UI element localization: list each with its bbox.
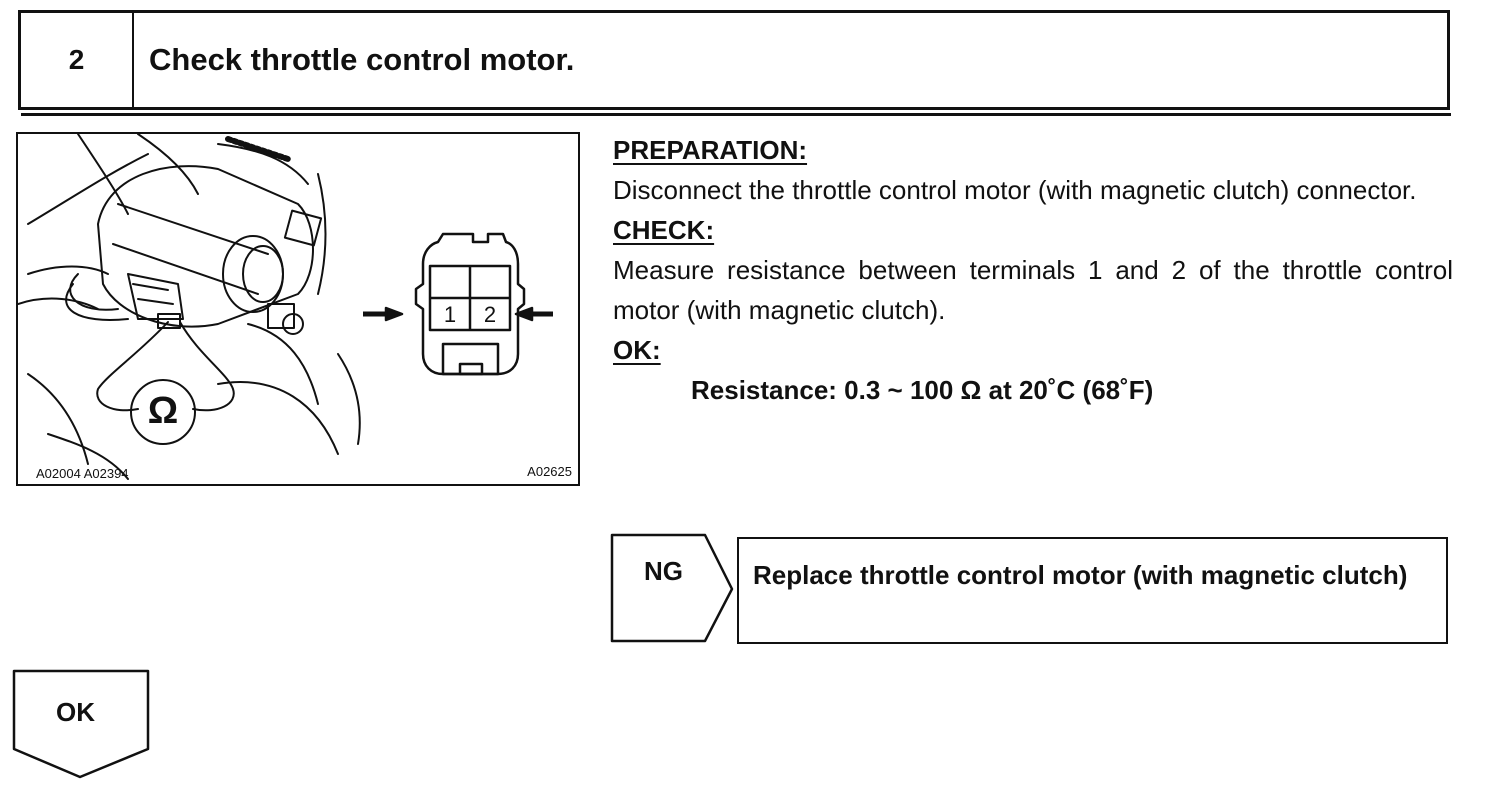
preparation-heading: PREPARATION: xyxy=(613,135,808,165)
figure-code-right: A02625 xyxy=(527,464,572,479)
check-heading: CHECK: xyxy=(613,215,715,245)
ok-label: OK xyxy=(56,697,95,727)
ohm-symbol: Ω xyxy=(147,390,179,432)
ng-label: NG xyxy=(644,556,683,586)
step-number: 2 xyxy=(21,13,134,107)
ok-heading: OK: xyxy=(613,335,661,365)
arrow-icon xyxy=(514,306,534,322)
ng-action-box: Replace throttle control motor (with mag… xyxy=(737,537,1448,644)
check-text: Measure resistance between terminals 1 a… xyxy=(613,255,1453,325)
throttle-motor-illustration xyxy=(18,134,361,480)
ng-arrow-icon xyxy=(610,533,734,643)
resistance-spec: Resistance: 0.3 ~ 100 Ω at 20˚C (68˚F) xyxy=(691,375,1154,405)
step-title: Check throttle control motor. xyxy=(149,42,575,77)
figure-code-left: A02004 A02394 xyxy=(36,466,129,481)
connector-icon xyxy=(363,232,553,376)
ok-arrow-icon xyxy=(12,669,150,779)
terminal-1-label: 1 xyxy=(443,302,457,327)
instruction-block: PREPARATION: Disconnect the throttle con… xyxy=(613,130,1453,410)
preparation-text: Disconnect the throttle control motor (w… xyxy=(613,175,1417,205)
figure-panel: Ω 1 2 A02004 A02394 A02625 xyxy=(16,132,580,486)
arrow-icon xyxy=(384,306,404,322)
step-header: 2 Check throttle control motor. xyxy=(18,10,1451,116)
terminal-2-label: 2 xyxy=(483,302,497,327)
ohmmeter-icon xyxy=(130,379,196,445)
